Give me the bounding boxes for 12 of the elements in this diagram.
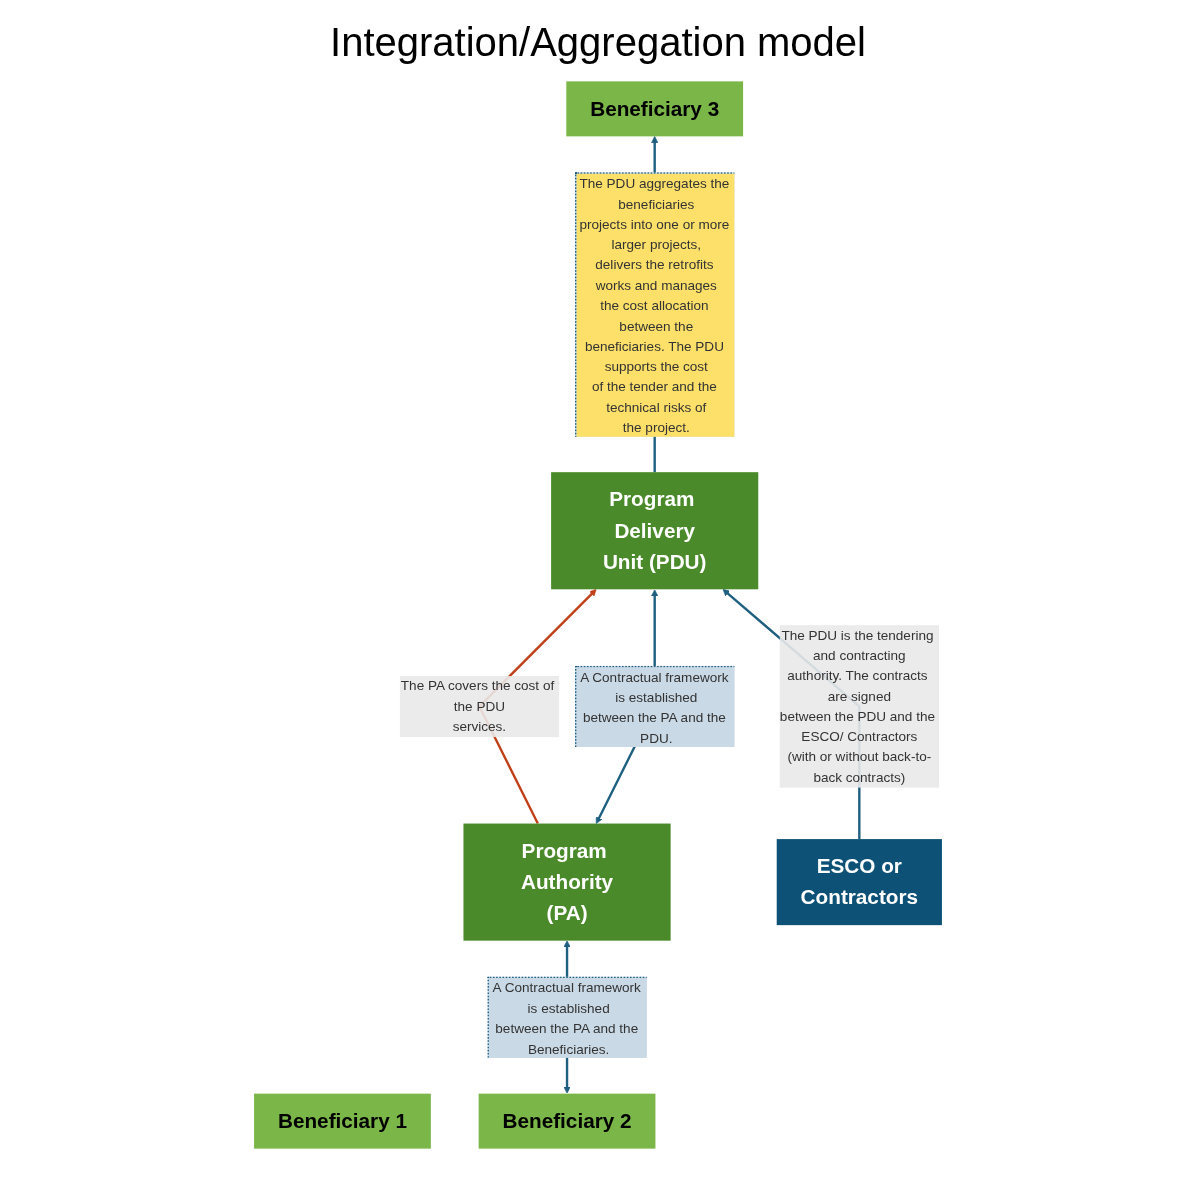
diagram-title: Integration/Aggregation model bbox=[329, 20, 867, 65]
edge-label: A Contractual framework is established between the PA and the Beneficiaries. bbox=[492, 980, 641, 1057]
node-box: Beneficiary 2 bbox=[478, 1093, 656, 1149]
node-box: ESCO or Contractors bbox=[776, 839, 942, 926]
node-box: Beneficiary 1 bbox=[254, 1093, 431, 1149]
node-box: Program Authority (PA) bbox=[463, 823, 671, 941]
node-box: Beneficiary 3 bbox=[566, 81, 744, 137]
node-box: Program Delivery Unit (PDU) bbox=[551, 472, 759, 590]
edge-label: The PDU is the tendering and contracting authority. The contracts are signed between the PDU and the ESCO/ Contractors (with or without back-to-back contracts) bbox=[779, 627, 935, 785]
edge-label: A Contractual framework is established between the PA and the PDU. bbox=[580, 669, 729, 746]
edge-label: The PDU aggregates the beneficiaries projects into one or more larger projects, delivers the retrofits works and manages the cost allocation between the beneficiaries. The PDU supports the cost of the tender and the technical risks of the project. bbox=[579, 176, 730, 436]
edge-label: The PA covers the cost of the PDU services. bbox=[400, 678, 555, 735]
